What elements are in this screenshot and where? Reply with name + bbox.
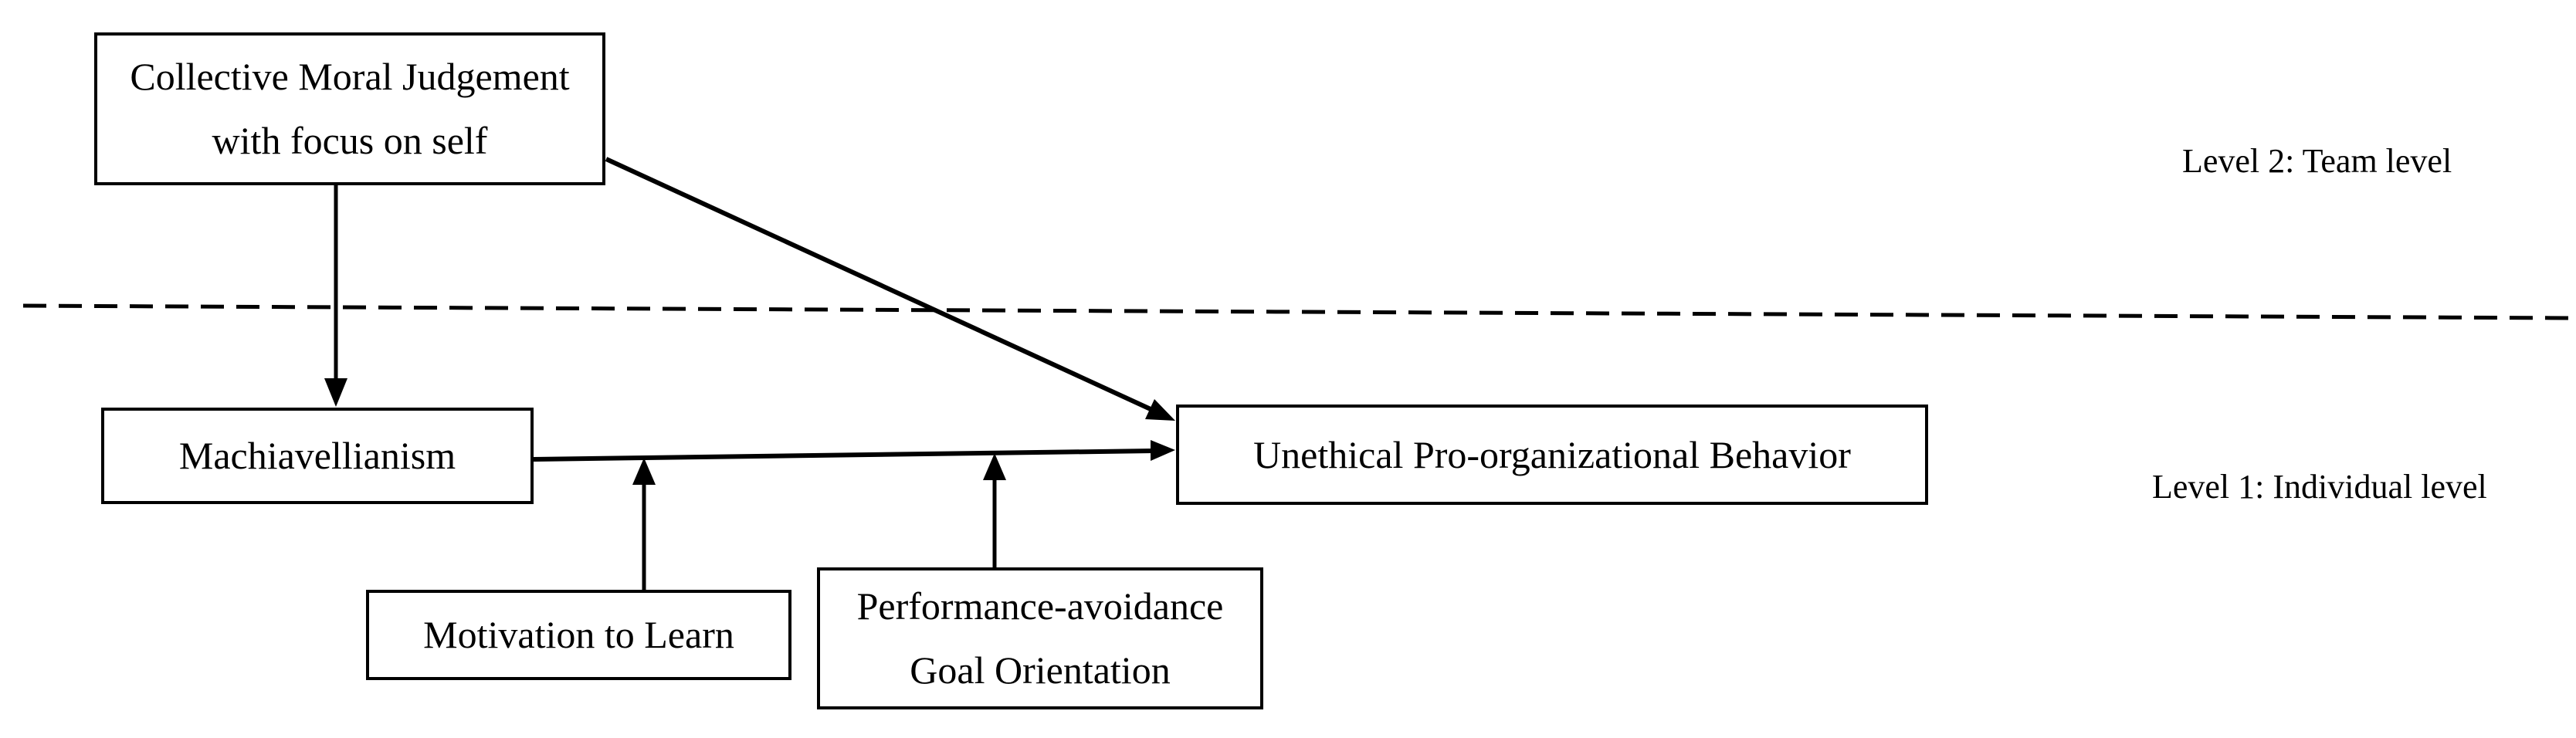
node-performance-avoidance-line2: Goal Orientation [910,648,1171,692]
node-machiavellianism-label: Machiavellianism [178,434,456,477]
node-collective-moral-judgement-line2: with focus on self [212,119,488,162]
node-performance-avoidance-line1: Performance-avoidance [856,584,1224,628]
node-performance-avoidance-goal-orientation: Performance-avoidance Goal Orientation [817,567,1263,709]
node-collective-moral-judgement-line1: Collective Moral Judgement [130,55,570,98]
arrow-machiavellianism-to-upb [533,440,1175,462]
node-unethical-pro-organizational-behavior: Unethical Pro-organizational Behavior [1176,405,1928,505]
node-collective-moral-judgement: Collective Moral Judgement with focus on… [94,32,605,185]
level-1-individual-level-label: Level 1: Individual level [2152,468,2487,506]
node-motivation-to-learn-label: Motivation to Learn [423,613,734,656]
arrow-motivation-to-learn-moderator [632,458,656,590]
level-2-team-level-label: Level 2: Team level [2182,142,2452,180]
arrow-cmj-to-machiavellianism [324,185,347,407]
arrow-performance-avoidance-moderator [983,453,1006,567]
node-motivation-to-learn: Motivation to Learn [366,590,791,680]
arrow-cmj-to-upb-diagonal [605,157,1175,421]
node-unethical-pro-organizational-behavior-label: Unethical Pro-organizational Behavior [1253,432,1851,476]
level-divider-dashed-line [22,303,2576,320]
node-machiavellianism: Machiavellianism [101,408,534,504]
